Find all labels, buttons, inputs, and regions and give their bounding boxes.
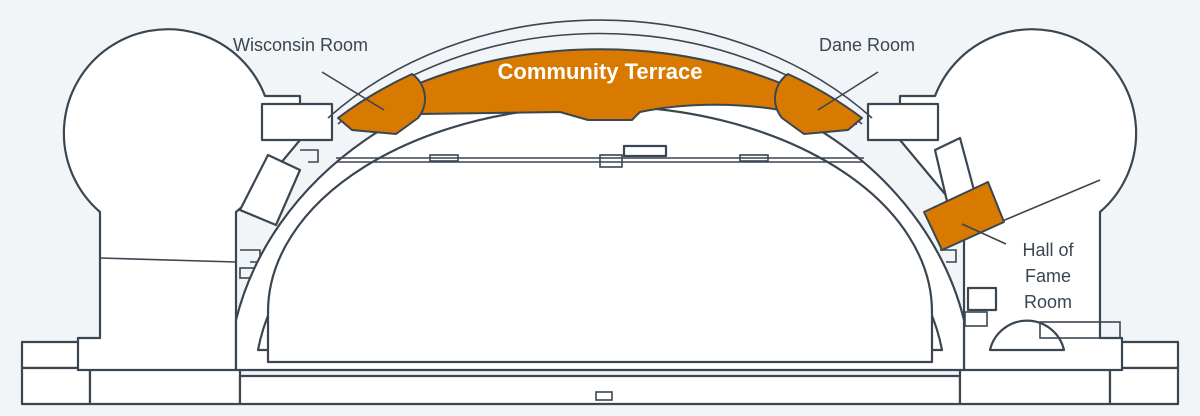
wisconsin-room-area[interactable] [337,73,426,135]
dane-room-leader [817,71,879,111]
arena-dome [234,19,966,401]
community-terrace-label: Community Terrace [498,59,703,84]
hall-of-fame-label-line3: Room [1024,292,1072,312]
hall-of-fame-label-line2: Fame [1025,266,1071,286]
left-rotunda [62,28,334,372]
hall-of-fame-leader [961,223,1007,245]
dane-room-label: Dane Room [819,35,915,55]
wisconsin-room-leader [321,71,385,111]
hall-of-fame-room-area[interactable] [923,181,1005,251]
wisconsin-room-label: Wisconsin Room [233,35,368,55]
dane-room-area[interactable] [774,73,863,135]
hall-of-fame-label-line1: Hall of [1022,240,1074,260]
